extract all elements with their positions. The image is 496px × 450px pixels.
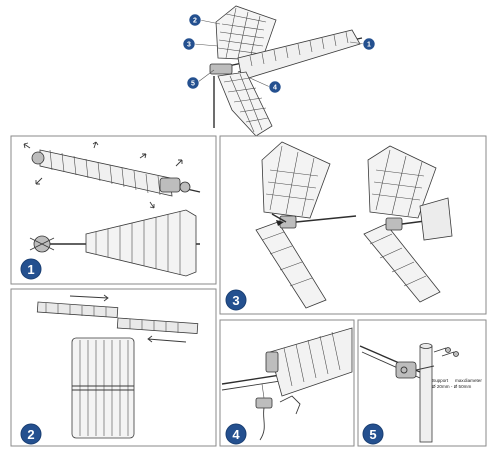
svg-text:3: 3 <box>187 42 191 49</box>
panel-step-3: 3 <box>219 135 487 315</box>
step-5-number: 5 <box>369 427 376 442</box>
svg-text:Ø 20mm - Ø 50mm: Ø 20mm - Ø 50mm <box>432 384 471 389</box>
svg-text:1: 1 <box>367 42 371 49</box>
step2-sliding-bars <box>36 294 199 343</box>
step1-opened-yagi <box>29 209 200 277</box>
panel-step-2: 2 <box>10 288 217 447</box>
step-2-badge <box>20 423 42 445</box>
panel-step-1: 1 <box>10 135 217 285</box>
svg-text:Support: Support <box>432 378 449 383</box>
step4-cable-connection <box>221 327 353 441</box>
callout-2: 2 <box>188 13 221 27</box>
step3-right-antenna <box>363 145 453 303</box>
overview-upper-panel <box>215 5 277 61</box>
overview-antenna <box>209 5 363 137</box>
step2-ladder-panel <box>71 337 135 439</box>
step-1-number: 1 <box>27 262 34 277</box>
step-3-number: 3 <box>232 293 239 308</box>
svg-text:max: max <box>455 378 464 383</box>
callout-3: 3 <box>182 37 219 51</box>
callout-5: 5 <box>186 69 215 90</box>
support-diameter-label: Support max diameter Ø 20mm - Ø 50mm <box>432 378 482 389</box>
step-2-number: 2 <box>27 427 34 442</box>
svg-text:4: 4 <box>273 85 277 92</box>
svg-text:5: 5 <box>191 81 195 88</box>
callout-1: 1 <box>349 37 376 51</box>
panel-step-5: Support max diameter Ø 20mm - Ø 50mm 5 <box>357 319 487 447</box>
step-1-badge <box>20 258 42 280</box>
step-5-badge <box>362 423 384 445</box>
svg-text:2: 2 <box>193 18 197 25</box>
callout-4: 4 <box>249 77 282 94</box>
svg-text:diameter: diameter <box>464 378 482 383</box>
overview-lower-panel <box>217 71 273 137</box>
panel-step-4: 4 <box>219 319 355 447</box>
step-4-badge <box>225 423 247 445</box>
step5-mast-clamp <box>359 343 459 443</box>
step-3-badge <box>225 289 247 311</box>
overview-boom-right <box>227 29 363 81</box>
step1-folded-yagi <box>23 141 201 209</box>
step3-left-antenna <box>255 141 357 309</box>
step-4-number: 4 <box>232 427 240 442</box>
